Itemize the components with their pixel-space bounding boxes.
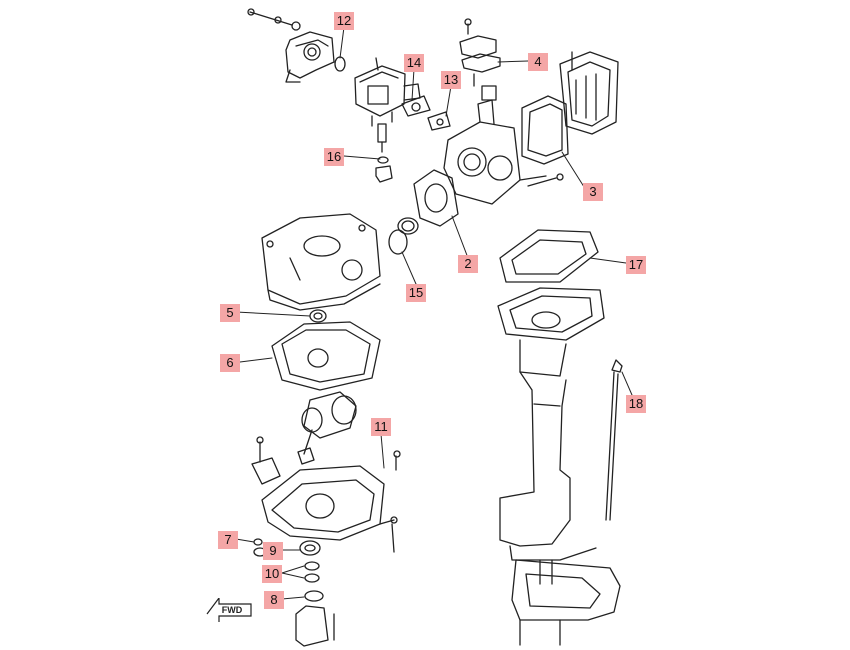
callout-12: 12 (334, 12, 354, 30)
callout-3: 3 (583, 183, 603, 201)
callout-11: 11 (371, 418, 391, 436)
upper-case-part (497, 287, 605, 377)
callout-18: 18 (626, 395, 646, 413)
driveshaft-housing-part (295, 605, 335, 647)
o-rings-10 (304, 561, 320, 583)
seal-15 (388, 217, 419, 255)
carburetor-part (354, 57, 421, 127)
carb-gasket-14 (401, 95, 431, 117)
callout-13: 13 (441, 71, 461, 89)
drive-housing-part (499, 371, 597, 561)
crankshaft-part (297, 391, 357, 465)
oil-seal-5 (309, 309, 327, 323)
shift-rod-18 (605, 359, 623, 521)
cylinder-block-part (443, 99, 564, 205)
callout-9: 9 (263, 542, 283, 560)
fwd-label: FWD (222, 605, 243, 615)
callout-2: 2 (458, 255, 478, 273)
crankcase-gasket-6 (271, 321, 381, 391)
callout-6: 6 (220, 354, 240, 372)
callout-15: 15 (406, 284, 426, 302)
thermostat-cover-part (459, 18, 501, 101)
leader-lines (235, 26, 633, 600)
callout-5: 5 (220, 304, 240, 322)
fwd-arrow-icon: FWD (206, 598, 252, 622)
gasket-13 (427, 111, 451, 131)
callout-4: 4 (528, 53, 548, 71)
callout-17: 17 (626, 256, 646, 274)
callout-7: 7 (218, 531, 238, 549)
upper-gasket-17 (499, 229, 599, 283)
callout-8: 8 (264, 591, 284, 609)
callout-14: 14 (404, 54, 424, 72)
exhaust-cover-part (559, 51, 619, 135)
lower-unit-part (511, 559, 621, 646)
mount-bracket-part (251, 436, 281, 485)
crankcase-part (261, 213, 381, 311)
intake-body-part (285, 31, 335, 83)
callout-10: 10 (262, 565, 282, 583)
intake-bolt-part (247, 8, 301, 31)
head-gasket-3 (521, 95, 569, 165)
lower-case-part (261, 450, 401, 553)
o-ring-12 (334, 56, 346, 72)
seal-9 (299, 540, 321, 556)
o-ring-8 (304, 590, 324, 602)
manifold-gasket-2 (413, 169, 459, 227)
jet-part (375, 123, 393, 183)
callout-16: 16 (324, 148, 344, 166)
